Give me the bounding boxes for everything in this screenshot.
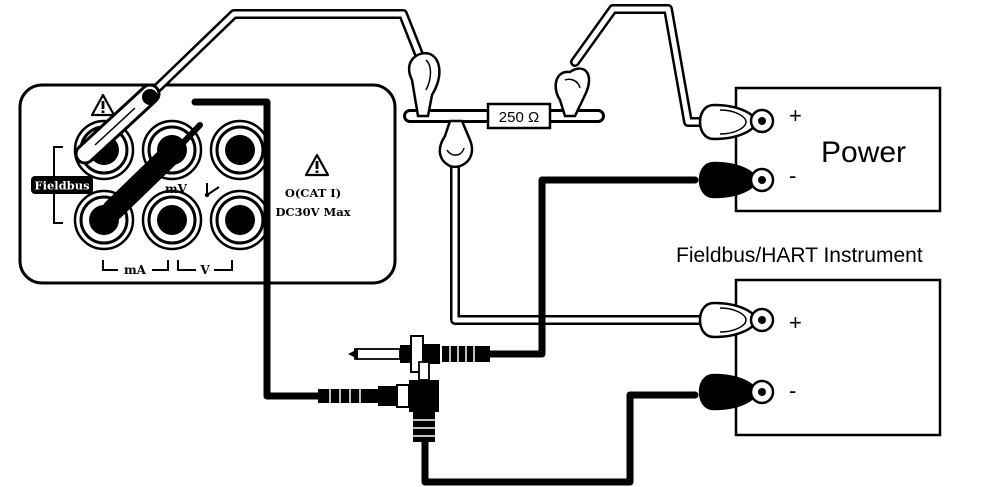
fieldbus-label: Fieldbus: [34, 179, 89, 193]
terminal-instrument-plus: [749, 307, 775, 333]
power-supply-box: [734, 86, 942, 213]
terminal-power-plus: [749, 108, 775, 134]
test-probe-lower: [318, 361, 439, 442]
resistor-label: 250 Ω: [499, 109, 539, 126]
probe-plug-fieldbus: [74, 83, 161, 165]
cat-label: O(CAT Ⅰ): [285, 186, 341, 200]
power-plus-sign: +: [789, 103, 802, 128]
clip-resistor-left-bottom: [438, 119, 474, 169]
max-label: DC30V Max: [275, 205, 350, 219]
probe-plug-ma: [102, 122, 203, 221]
mv-label: mV: [165, 182, 188, 196]
instrument-label: Fieldbus/HART Instrument: [676, 244, 923, 267]
clip-resistor-left-top: [407, 51, 441, 118]
v-label: V: [199, 263, 210, 277]
instrument-plus-sign: +: [789, 310, 802, 335]
clip-resistor-right: [554, 67, 591, 118]
fieldbus-badge: [31, 176, 93, 194]
power-minus-sign: -: [789, 163, 796, 188]
instrument-box: [734, 278, 942, 437]
instrument-minus-sign: -: [789, 378, 796, 403]
terminal-instrument-minus: [749, 379, 775, 405]
ma-label: mA: [124, 263, 147, 277]
resistor-250-ohm: 250 Ω: [486, 102, 552, 130]
jack-v-top[interactable]: [209, 119, 271, 181]
jack-v-bottom[interactable]: [209, 189, 271, 251]
jack-ma[interactable]: [141, 189, 203, 251]
terminal-power-minus: [749, 167, 775, 193]
power-label: Power: [821, 136, 906, 169]
